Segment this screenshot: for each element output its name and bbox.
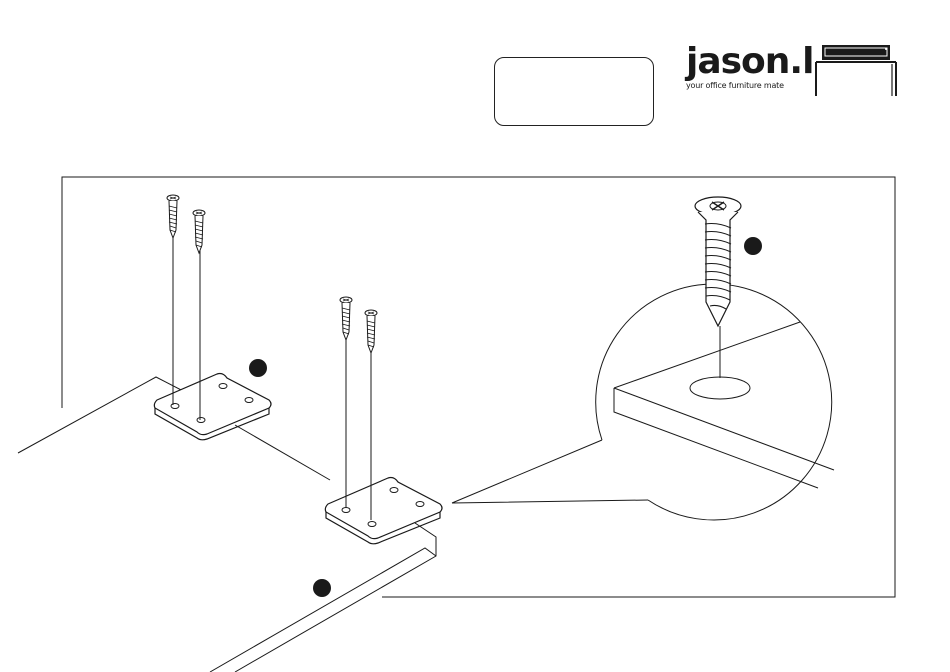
screw-right-2 <box>365 310 377 353</box>
mounting-plate-left <box>154 374 271 440</box>
screw-left-2 <box>193 210 205 253</box>
callout-pointer <box>452 440 648 503</box>
step-marker-b <box>313 579 331 597</box>
screw-left-1 <box>167 195 179 238</box>
detail-board <box>614 322 834 488</box>
detail-screw <box>695 197 741 326</box>
mounting-plate-right <box>325 478 442 544</box>
step-marker-c <box>744 237 762 255</box>
step-marker-a <box>249 359 267 377</box>
detail-circle <box>596 284 832 520</box>
screw-right-1 <box>340 297 352 340</box>
detail-hole <box>690 377 750 399</box>
